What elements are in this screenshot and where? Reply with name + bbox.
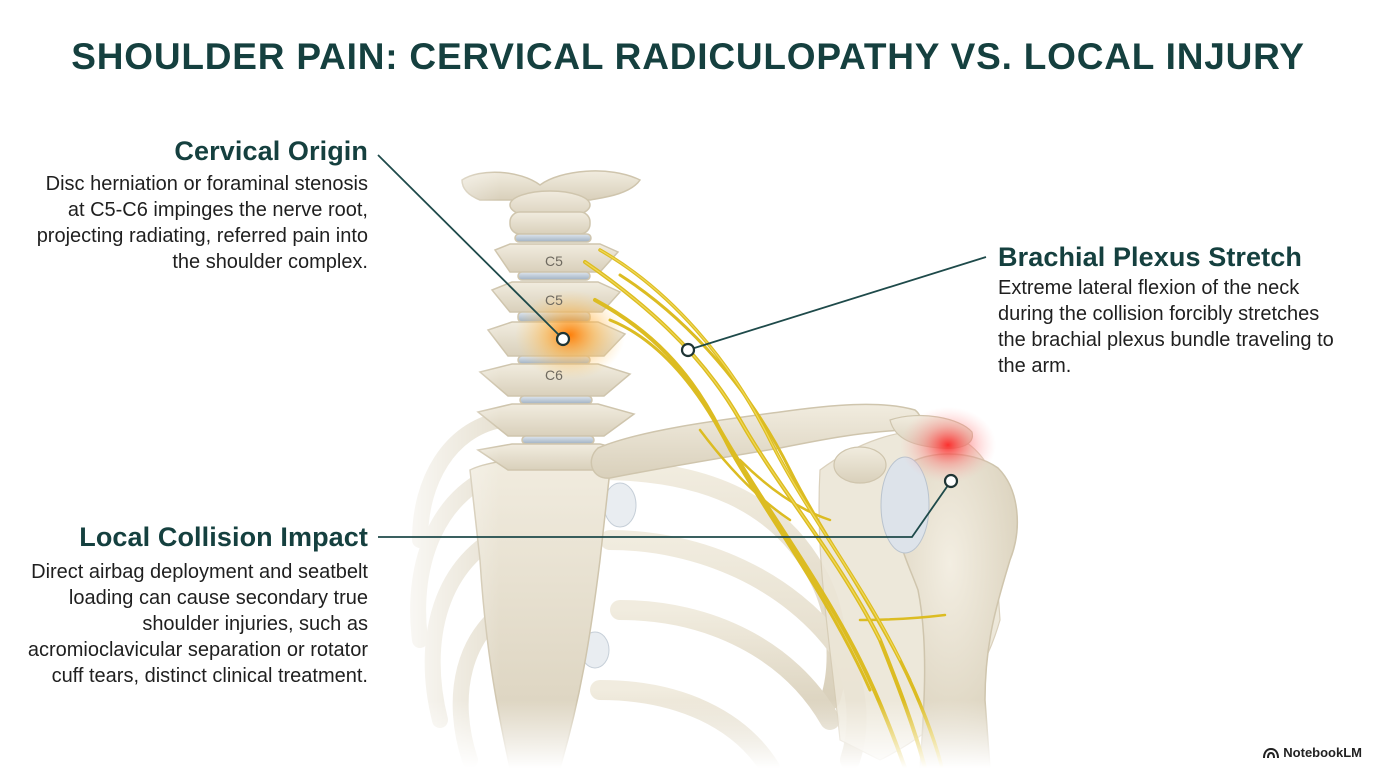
callout-local-body: Direct airbag deployment and seatbelt lo… [27,561,368,687]
callout-cervical-heading: Cervical Origin [174,136,368,166]
vertebra-label-c5-upper: C5 [545,253,563,269]
vertebra-label-c5-lower: C5 [545,292,563,308]
brand-badge: NotebookLM [1263,745,1362,760]
vertebra-label-c6: C6 [545,367,563,383]
leader-plexus [687,256,987,351]
callout-cervical-body: Disc herniation or foraminal stenosis at… [36,173,368,273]
callout-cervical-origin: Cervical Origin Disc herniation or foram… [28,136,368,275]
humerus [893,453,1018,768]
marker-cervical [555,331,571,347]
marker-shoulder [943,473,959,489]
marker-plexus [680,342,696,358]
leader-lines [377,154,987,538]
page-title: SHOULDER PAIN: CERVICAL RADICULOPATHY VS… [71,36,1305,77]
callout-brachial-plexus: Brachial Plexus Stretch Extreme lateral … [998,242,1338,379]
notebooklm-logo-icon [1263,747,1280,758]
callout-local-impact: Local Collision Impact Direct airbag dep… [8,522,368,689]
callout-local-heading: Local Collision Impact [79,522,368,552]
cervical-inflammation [515,290,625,380]
leader-local [378,480,952,538]
coracoid [833,446,887,484]
brand-label: NotebookLM [1283,745,1362,760]
callout-plexus-heading: Brachial Plexus Stretch [998,242,1302,272]
callout-plexus-body: Extreme lateral flexion of the neck duri… [998,277,1334,377]
shoulder-inflammation [900,407,996,483]
leader-cervical [377,154,564,340]
